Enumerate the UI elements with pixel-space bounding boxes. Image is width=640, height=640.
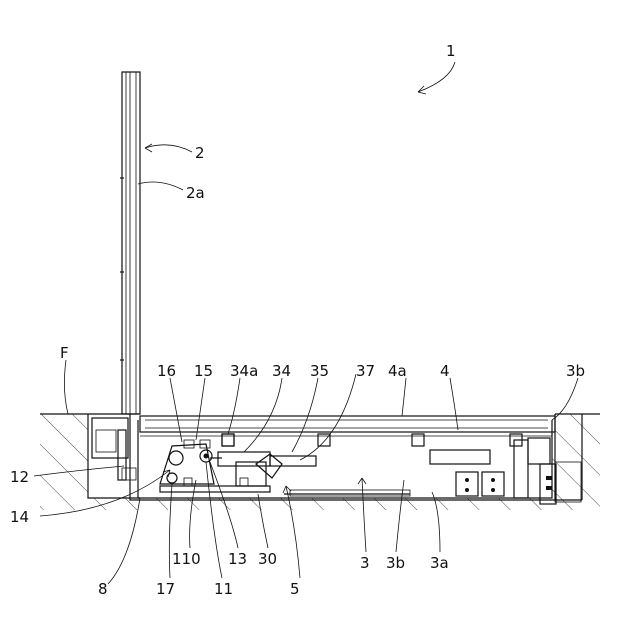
label-3a: 3a — [430, 554, 449, 572]
label-17: 17 — [156, 580, 175, 598]
label-37: 37 — [356, 362, 375, 380]
label-13: 13 — [228, 550, 247, 568]
label-F: F — [60, 344, 69, 362]
label-11: 11 — [214, 580, 233, 598]
label-16: 16 — [157, 362, 176, 380]
label-4a: 4a — [388, 362, 407, 380]
label-30: 30 — [258, 550, 277, 568]
label-34a: 34a — [230, 362, 258, 380]
label-14: 14 — [10, 508, 29, 526]
label-4: 4 — [440, 362, 450, 380]
label-2a: 2a — [186, 184, 205, 202]
label-15: 15 — [194, 362, 213, 380]
label-34: 34 — [272, 362, 291, 380]
reference-labels: 1 2 2a F 16 15 34a 34 35 37 4a 4 3b 12 1… — [10, 42, 585, 598]
label-3b-top: 3b — [566, 362, 585, 380]
label-3b-bottom: 3b — [386, 554, 405, 572]
label-3: 3 — [360, 554, 370, 572]
label-8: 8 — [98, 580, 108, 598]
label-5: 5 — [290, 580, 300, 598]
label-110: 110 — [172, 550, 201, 568]
label-2: 2 — [195, 144, 205, 162]
vertical-panel-2 — [120, 72, 140, 414]
label-12: 12 — [10, 468, 29, 486]
label-1: 1 — [446, 42, 456, 60]
label-35: 35 — [310, 362, 329, 380]
